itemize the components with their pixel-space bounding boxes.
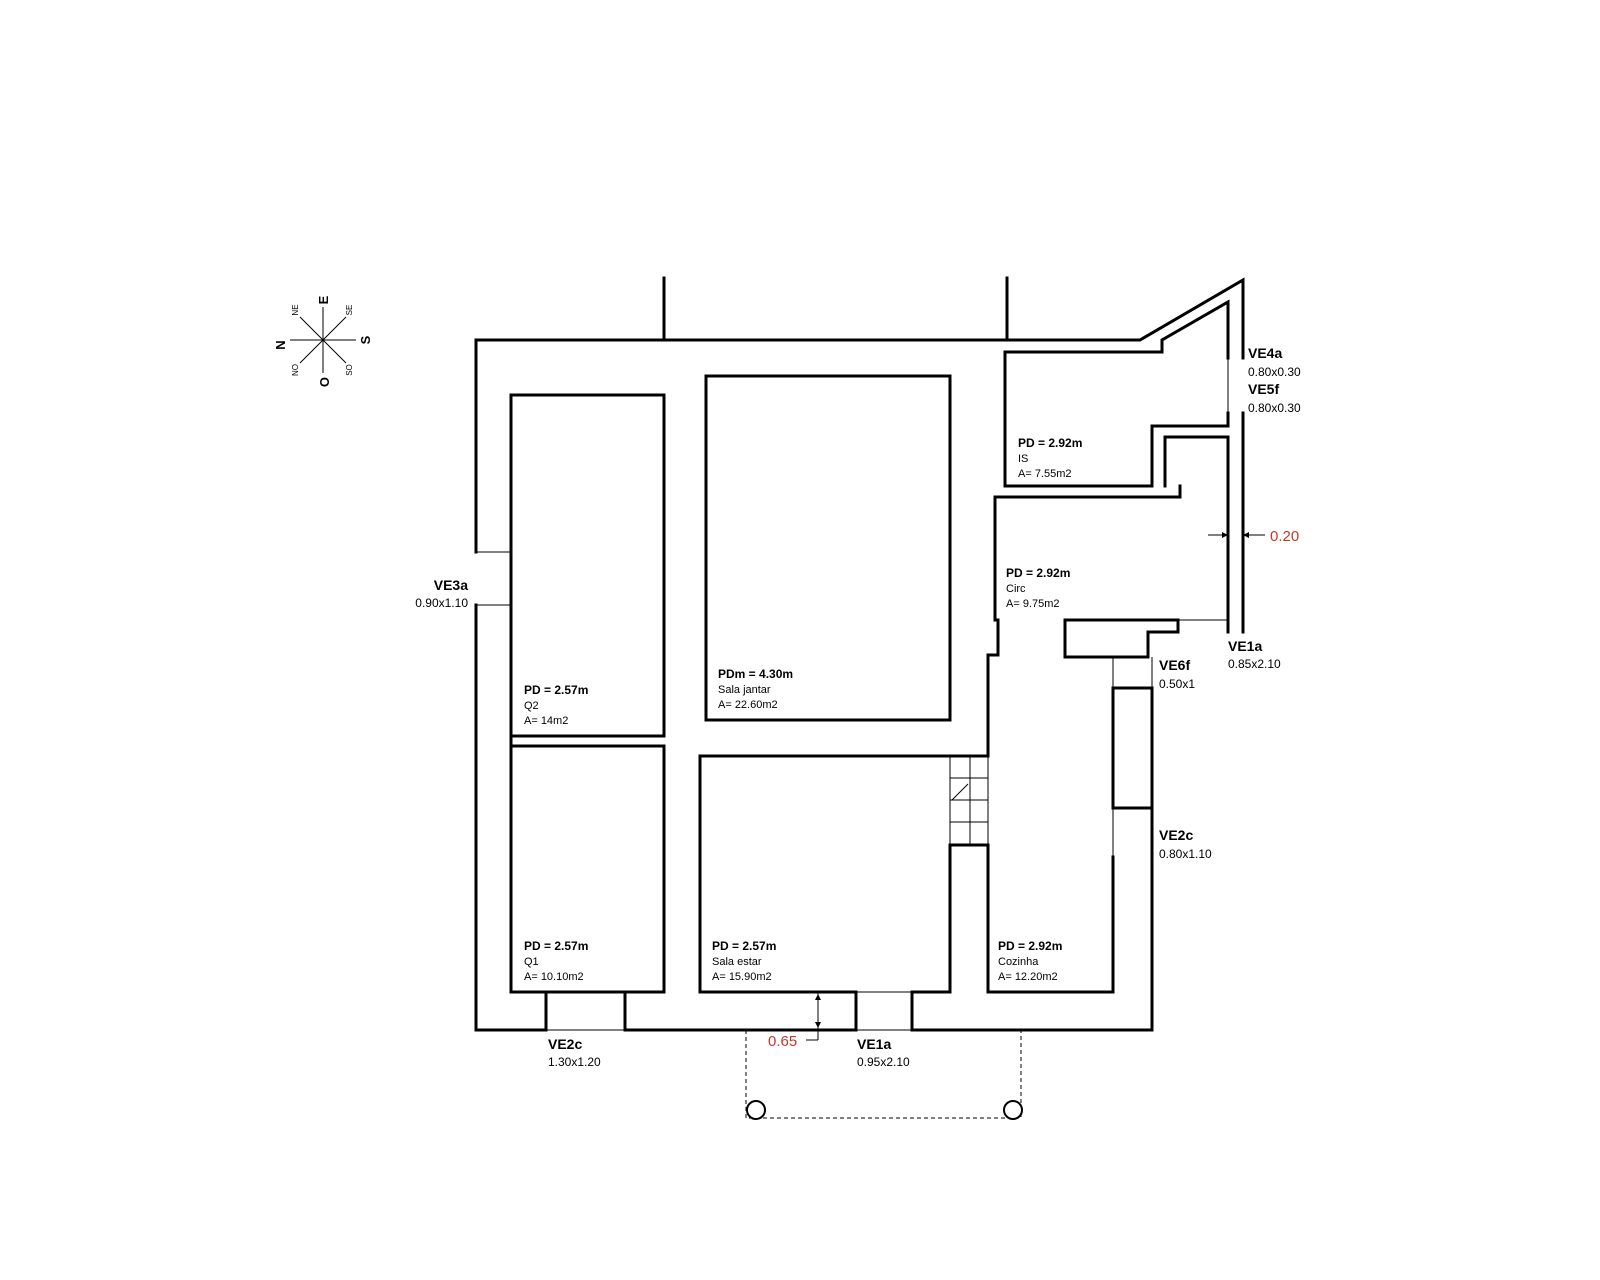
room-pd: PD = 2.57m bbox=[524, 939, 588, 953]
compass-so: SO bbox=[345, 364, 354, 376]
compass-rose: N E S O NE SE NO SO bbox=[273, 295, 373, 387]
room-area: A= 9.75m2 bbox=[1006, 598, 1060, 610]
wall-bottom-mid bbox=[623, 990, 858, 1032]
room-outlines bbox=[509, 374, 990, 994]
opening-labels: VE4a 0.80x0.30 VE5f 0.80x0.30 VE3a 0.90x… bbox=[415, 345, 1301, 1069]
room-name: Q2 bbox=[524, 700, 539, 712]
opening-dims: 0.80x1.10 bbox=[1159, 847, 1212, 861]
compass-n: N bbox=[273, 340, 288, 349]
opening-code: VE1a bbox=[1228, 638, 1262, 654]
opening-code: VE5f bbox=[1248, 381, 1279, 397]
room-name: Sala estar bbox=[712, 956, 762, 968]
room-label-is: PD = 2.92m IS A= 7.55m2 bbox=[1018, 436, 1082, 480]
wall-kitchen-r-bottom bbox=[986, 846, 1115, 994]
room-area: A= 22.60m2 bbox=[718, 699, 778, 711]
room-area: A= 10.10m2 bbox=[524, 971, 584, 983]
wall-top-outer bbox=[474, 277, 1245, 554]
opening-ve6f: VE6f 0.50x1 bbox=[1159, 657, 1195, 691]
room-pd: PD = 2.92m bbox=[998, 939, 1062, 953]
wall-is-bottom bbox=[993, 484, 1182, 499]
room-pd: PDm = 4.30m bbox=[718, 667, 793, 681]
room-label-sala-estar: PD = 2.57m Sala estar A= 15.90m2 bbox=[712, 939, 776, 983]
dim-arrows-020 bbox=[1222, 532, 1249, 538]
wall-kitchen-r-pier bbox=[1111, 686, 1154, 810]
opening-jambs bbox=[476, 358, 1229, 1031]
wall-circ-block bbox=[1063, 618, 1180, 659]
wall-left-bottom-inner bbox=[509, 603, 548, 994]
dim-065-label: 0.65 bbox=[768, 1033, 797, 1050]
column-left bbox=[746, 1100, 766, 1120]
opening-ve2c-right: VE2c 0.80x1.10 bbox=[1159, 827, 1212, 861]
opening-dims: 1.30x1.20 bbox=[548, 1055, 601, 1069]
opening-dims: 0.95x2.10 bbox=[857, 1055, 910, 1069]
opening-ve3a: VE3a 0.90x1.10 bbox=[415, 577, 468, 610]
dim-020-label: 0.20 bbox=[1270, 528, 1299, 545]
opening-ve4a: VE4a 0.80x0.30 bbox=[1248, 345, 1301, 379]
room-label-cozinha: PD = 2.92m Cozinha A= 12.20m2 bbox=[998, 939, 1062, 983]
room-label-circ: PD = 2.92m Circ A= 9.75m2 bbox=[1006, 566, 1070, 610]
opening-ve1a-right: VE1a 0.85x2.10 bbox=[1228, 638, 1281, 671]
room-area: A= 14m2 bbox=[524, 715, 568, 727]
room-label-sala-jantar: PDm = 4.30m Sala jantar A= 22.60m2 bbox=[718, 667, 793, 711]
room-sala-jantar-outline bbox=[704, 374, 952, 722]
wall-left-bottom bbox=[474, 603, 548, 1032]
room-name: Cozinha bbox=[998, 956, 1039, 968]
stair-arrow bbox=[951, 783, 969, 801]
wall-is-inner bbox=[1003, 299, 1230, 488]
dimension-marks: 0.65 0.20 bbox=[768, 528, 1299, 1050]
room-name: Q1 bbox=[524, 956, 539, 968]
wall-circ-left bbox=[986, 495, 1000, 757]
opening-code: VE1a bbox=[857, 1036, 891, 1052]
compass-no: NO bbox=[291, 364, 300, 376]
room-area: A= 7.55m2 bbox=[1018, 468, 1072, 480]
opening-dims: 0.50x1 bbox=[1159, 677, 1195, 691]
room-area: A= 12.20m2 bbox=[998, 971, 1058, 983]
outer-walls bbox=[474, 276, 1245, 1032]
compass-ne: NE bbox=[291, 304, 300, 315]
room-pd: PD = 2.57m bbox=[712, 939, 776, 953]
opening-code: VE6f bbox=[1159, 657, 1190, 673]
room-pd: PD = 2.92m bbox=[1006, 566, 1070, 580]
opening-dims: 0.85x2.10 bbox=[1228, 657, 1281, 671]
opening-dims: 0.90x1.10 bbox=[415, 596, 468, 610]
room-pd: PD = 2.92m bbox=[1018, 436, 1082, 450]
room-name: Sala jantar bbox=[718, 684, 771, 696]
room-name: IS bbox=[1018, 453, 1028, 465]
porch bbox=[745, 1030, 1023, 1120]
room-label-q1: PD = 2.57m Q1 A= 10.10m2 bbox=[524, 939, 588, 983]
opening-dims: 0.80x0.30 bbox=[1248, 401, 1301, 415]
room-label-q2: PD = 2.57m Q2 A= 14m2 bbox=[524, 683, 588, 727]
opening-ve5f: VE5f 0.80x0.30 bbox=[1248, 381, 1301, 415]
room-area: A= 15.90m2 bbox=[712, 971, 772, 983]
compass-e: E bbox=[316, 295, 331, 304]
compass-diag-2 bbox=[299, 316, 347, 364]
column-right bbox=[1003, 1100, 1023, 1120]
room-q2-outline bbox=[509, 393, 666, 738]
room-pd: PD = 2.57m bbox=[524, 683, 588, 697]
opening-code: VE3a bbox=[434, 577, 468, 593]
opening-code: VE4a bbox=[1248, 345, 1282, 361]
opening-code: VE2c bbox=[1159, 827, 1193, 843]
compass-se: SE bbox=[345, 305, 354, 316]
opening-code: VE2c bbox=[548, 1036, 582, 1052]
room-name: Circ bbox=[1006, 583, 1026, 595]
compass-s: S bbox=[358, 335, 373, 344]
opening-ve1a-bottom: VE1a 0.95x2.10 bbox=[857, 1036, 910, 1069]
opening-dims: 0.80x0.30 bbox=[1248, 365, 1301, 379]
porch-outline bbox=[745, 1030, 1022, 1119]
opening-ve2c-bottom: VE2c 1.30x1.20 bbox=[548, 1036, 601, 1069]
room-labels: PD = 2.57m Q2 A= 14m2 PDm = 4.30m Sala j… bbox=[524, 436, 1082, 983]
compass-o: O bbox=[317, 377, 332, 387]
